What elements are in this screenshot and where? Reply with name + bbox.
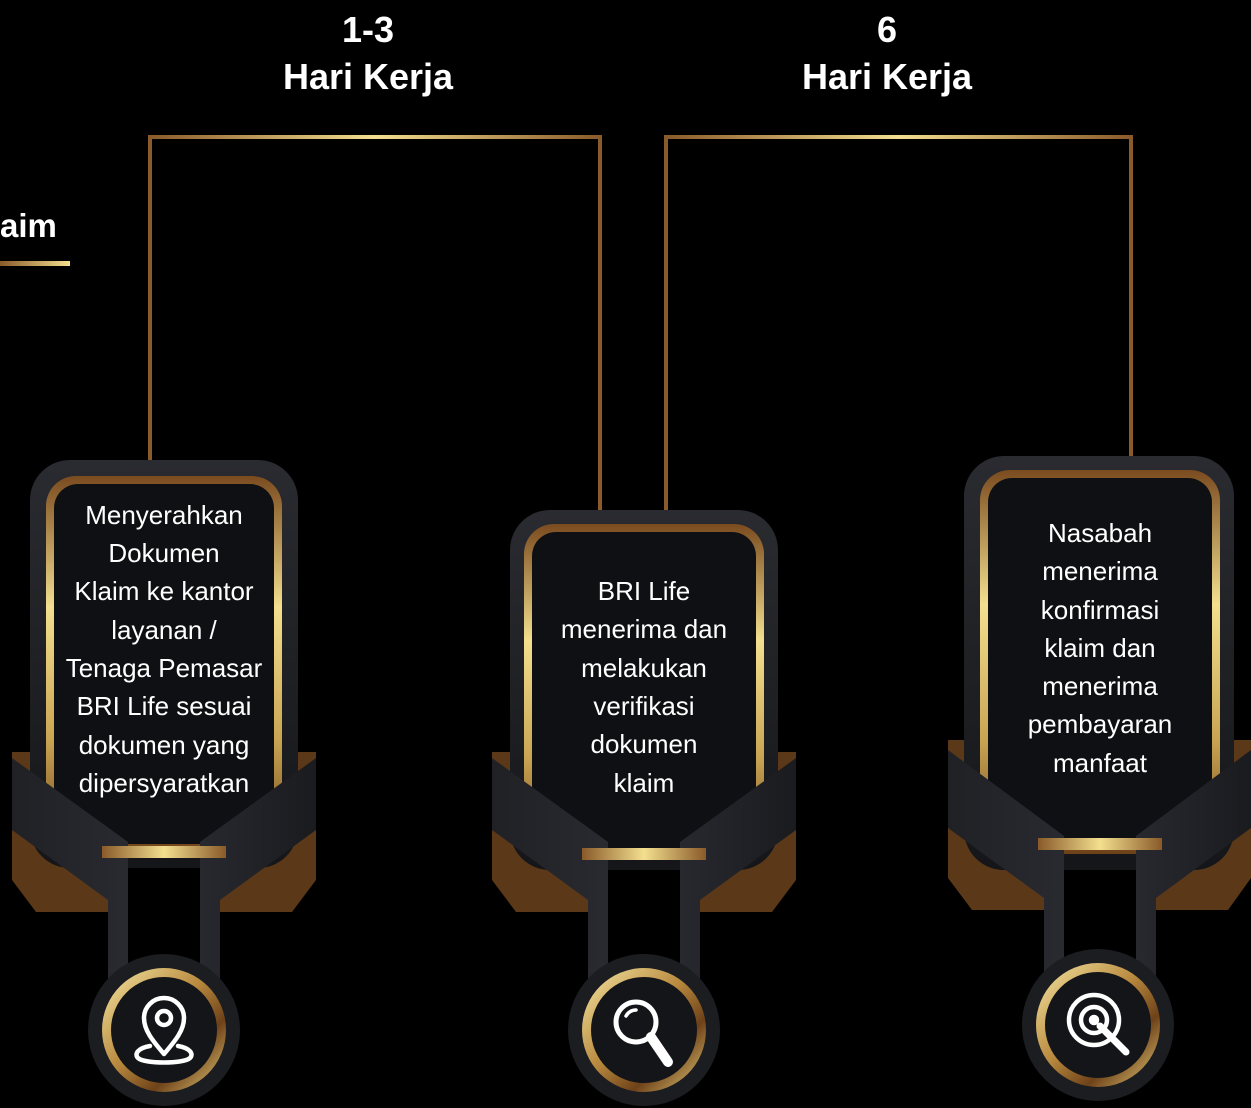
connector-bracket-2 (664, 135, 1133, 510)
location-pin-icon (134, 995, 194, 1065)
step-text-line: Klaim ke kantor (74, 576, 254, 607)
step-text-line: verifikasi (593, 691, 695, 721)
step-text-line: layanan / (111, 614, 217, 645)
step-text-line: dipersyaratkan (78, 767, 250, 798)
magnifier-icon (613, 999, 673, 1067)
step-text-line: BRI Life (597, 576, 691, 607)
step-text-line: Menyerahkan (85, 499, 243, 530)
duration-unit: Hari Kerja (282, 56, 454, 97)
connector-bracket-1 (148, 135, 602, 510)
step-text-line: BRI Life sesuai (76, 691, 252, 722)
duration-label-2: 6 Hari Kerja (757, 6, 1017, 100)
heading-underline (0, 261, 70, 266)
step-text-line: menerima (1042, 671, 1158, 702)
step-text-line: klaim dan (1044, 632, 1156, 663)
step-text-line: konfirmasi (1040, 594, 1160, 625)
step-card-3 (948, 456, 1251, 1101)
step-text-line: klaim (613, 767, 675, 798)
duration-value: 1-3 (341, 9, 395, 50)
step-text-line: pembayaran (1027, 709, 1173, 740)
section-heading: aim (0, 207, 57, 244)
step-text-line: Nasabah (1047, 517, 1153, 548)
step-card-2 (492, 510, 796, 1106)
step-text-line: dokumen yang (78, 729, 250, 760)
duration-label-1: 1-3 Hari Kerja (238, 6, 498, 100)
step-text-line: melakukan (581, 652, 707, 683)
step-description-3: Nasabah menerima konfirmasi klaim dan meneri… (990, 514, 1210, 782)
step-text-line: menerima (1042, 556, 1158, 587)
duration-value: 6 (876, 9, 898, 50)
step-text-line: Dokumen (108, 538, 220, 569)
step-text-line: Tenaga Pemasar (65, 653, 263, 683)
step-description-2: BRI Life menerima dan melakukan verifikasi d… (534, 572, 754, 802)
target-search-icon (1066, 992, 1130, 1056)
step-text-line: dokumen (590, 729, 698, 760)
step-card-1 (12, 460, 316, 1106)
duration-unit: Hari Kerja (801, 56, 973, 97)
step-text-line: manfaat (1053, 747, 1147, 778)
step-text-line: menerima dan (560, 614, 728, 645)
